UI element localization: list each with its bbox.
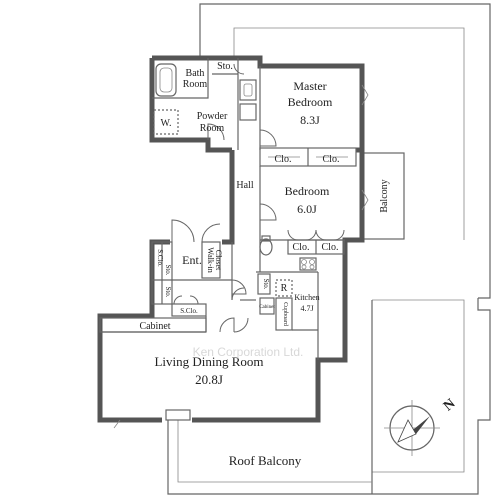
side-storage-label-2: Sto. <box>164 286 172 297</box>
stove-icon <box>299 257 317 271</box>
interior-walls <box>99 58 357 360</box>
fixtures <box>153 63 317 421</box>
room-labels: Bath Room Sto. Powder Room W. Master Bed… <box>139 61 390 468</box>
storage-top-label: Sto. <box>217 61 233 72</box>
terrace-outline <box>167 3 491 495</box>
closet-label-3: Clo. <box>293 242 310 253</box>
roof-balcony-label: Roof Balcony <box>229 453 302 468</box>
refrigerator-icon <box>275 279 293 297</box>
kitchen-area: 4.7J <box>300 304 313 313</box>
kitchen-label: Kitchen <box>294 293 319 302</box>
balcony-label: Balcony <box>379 179 390 212</box>
washer-label: W. <box>160 118 171 129</box>
master-bedroom-area: 8.3J <box>300 113 320 127</box>
walk-in-closet-label-1: Walk-in <box>206 247 215 273</box>
walk-in-closet-label-2: Closet <box>214 250 223 271</box>
powder-room-label-1: Powder <box>197 111 228 122</box>
small-cabinet-label: Cabinet <box>259 305 275 310</box>
hall-label: Hall <box>236 180 253 191</box>
kitchen-storage-label: Sto. <box>262 278 270 289</box>
watermark: Ken Corporation Ltd. <box>193 345 304 359</box>
compass-north-icon: N <box>384 396 458 456</box>
refrigerator-label: R <box>281 283 288 294</box>
window-bay <box>165 409 191 421</box>
bath-room-label-1: Bath <box>186 68 205 79</box>
bedroom-label: Bedroom <box>285 184 330 198</box>
living-dining-label: Living Dining Room <box>154 354 263 369</box>
side-storage-label-1: Sto. <box>164 264 172 275</box>
living-dining-area: 20.8J <box>195 372 223 387</box>
toilet-icon <box>259 238 273 256</box>
bath-room-label-2: Room <box>183 79 208 90</box>
cabinet-label: Cabinet <box>139 321 170 332</box>
cupboard-label: Cupboard <box>282 302 288 326</box>
closet-label-2: Clo. <box>323 154 340 165</box>
sink-icon <box>239 79 257 101</box>
entrance-label: Ent. <box>182 253 202 267</box>
bathtub-icon <box>155 63 177 97</box>
doors <box>113 63 369 429</box>
bedroom-area: 6.0J <box>297 202 317 216</box>
storage-closet-bottom-label: S.Clo. <box>180 307 198 315</box>
master-bedroom-label-1: Master <box>293 79 326 93</box>
powder-room-label-2: Room <box>200 123 225 134</box>
closet-label-4: Clo. <box>322 242 339 253</box>
washer-icon <box>153 109 179 135</box>
compass-label: N <box>441 396 458 414</box>
master-bedroom-label-2: Bedroom <box>288 95 333 109</box>
side-storage-closet-label: S.Clo. <box>156 249 164 267</box>
closet-label-1: Clo. <box>275 154 292 165</box>
